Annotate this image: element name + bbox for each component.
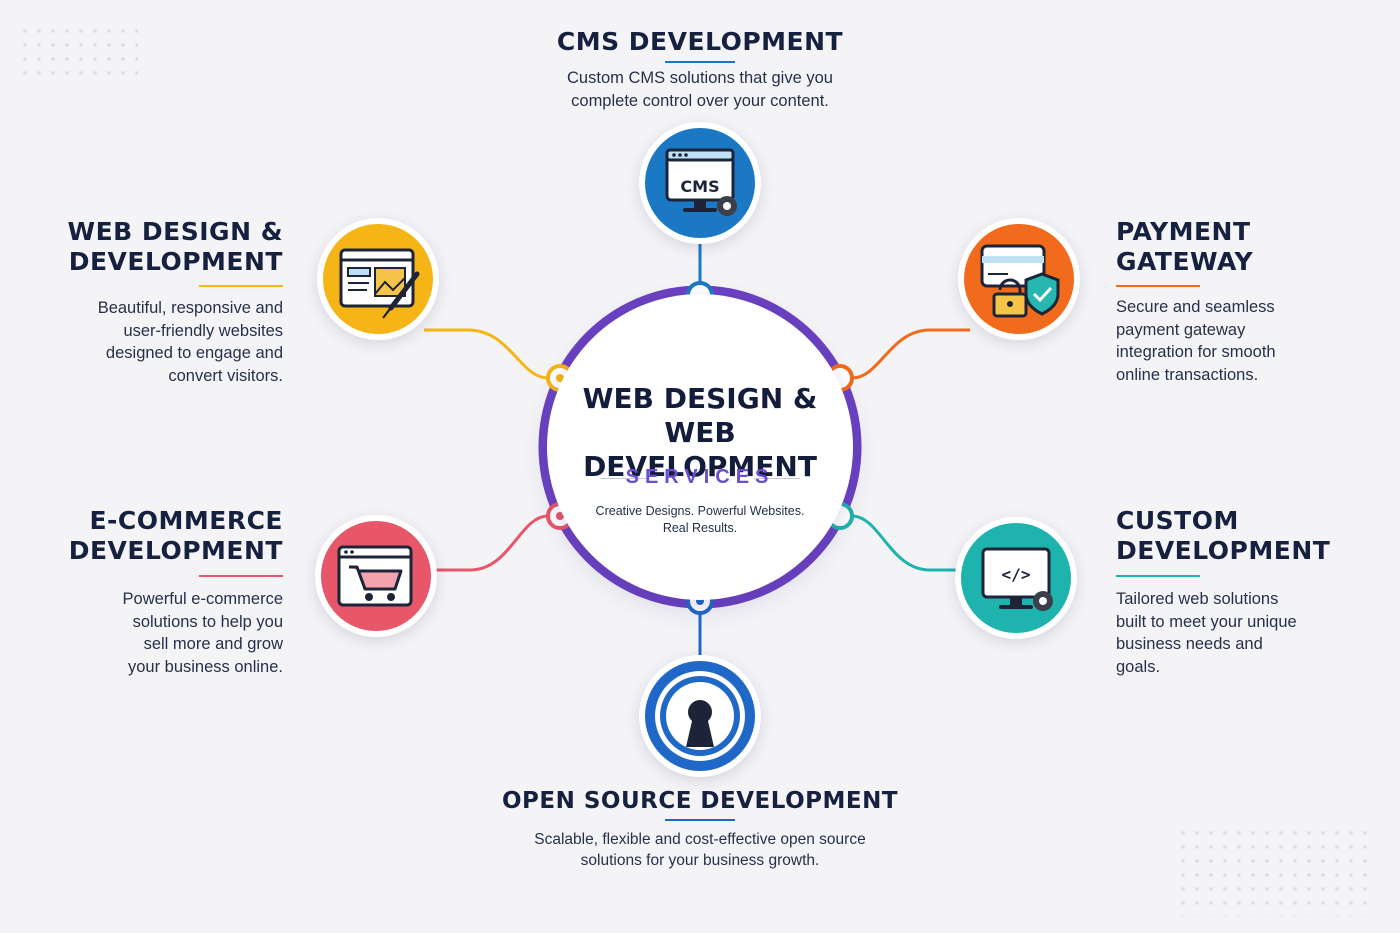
decorative-dots-bottom-right bbox=[1176, 826, 1376, 916]
payment-badge bbox=[958, 218, 1080, 340]
web-design-badge bbox=[317, 218, 439, 340]
shopping-cart-icon bbox=[337, 545, 413, 607]
ecommerce-rule bbox=[199, 575, 283, 577]
code-monitor-icon: </> bbox=[981, 547, 1053, 611]
custom-rule bbox=[1116, 575, 1200, 577]
open-source-badge bbox=[639, 655, 761, 777]
open-source-rule bbox=[665, 819, 735, 821]
payment-title: PAYMENT GATEWAY bbox=[1116, 217, 1254, 276]
code-icon-label: </> bbox=[1002, 565, 1031, 584]
payment-rule bbox=[1116, 285, 1200, 287]
cms-badge: CMS bbox=[639, 122, 761, 244]
open-source-description: Scalable, flexible and cost-effective op… bbox=[534, 831, 866, 869]
custom-description: Tailored web solutions built to meet you… bbox=[1116, 590, 1297, 676]
ecommerce-title: E-COMMERCE DEVELOPMENT bbox=[68, 506, 283, 565]
web-design-description: Beautiful, responsive and user-friendly … bbox=[97, 299, 283, 385]
custom-badge: </> bbox=[955, 517, 1077, 639]
custom-title: CUSTOM DEVELOPMENT bbox=[1116, 506, 1331, 565]
hub-title: WEB DESIGN & WEB DEVELOPMENT bbox=[582, 382, 818, 483]
connector-web-design bbox=[424, 328, 549, 380]
cms-title: CMS DEVELOPMENT bbox=[556, 27, 844, 56]
hub-tagline: Creative Designs. Powerful Websites. Rea… bbox=[595, 504, 805, 535]
payment-description: Secure and seamless payment gateway inte… bbox=[1116, 298, 1276, 384]
open-source-icon bbox=[655, 671, 745, 761]
open-source-title: OPEN SOURCE DEVELOPMENT bbox=[501, 788, 899, 814]
cms-rule bbox=[665, 61, 735, 63]
ecommerce-description: Powerful e-commerce solutions to help yo… bbox=[122, 590, 283, 676]
cms-monitor-icon: CMS bbox=[665, 148, 737, 216]
hub-divider-left bbox=[600, 478, 646, 479]
web-design-title: WEB DESIGN & DEVELOPMENT bbox=[67, 217, 283, 276]
browser-paintbrush-icon bbox=[339, 248, 420, 319]
decorative-dots-top-left bbox=[18, 24, 138, 84]
hub-subtitle: SERVICES bbox=[625, 466, 775, 488]
cms-icon-label: CMS bbox=[680, 177, 719, 196]
cms-description: Custom CMS solutions that give you compl… bbox=[567, 69, 833, 110]
hub-circle bbox=[547, 294, 853, 600]
hub-divider-right bbox=[754, 478, 800, 479]
connector-payment bbox=[851, 328, 970, 380]
ecommerce-badge bbox=[315, 515, 437, 637]
connector-ecommerce bbox=[428, 514, 549, 572]
web-design-rule bbox=[199, 285, 283, 287]
connector-custom bbox=[851, 514, 972, 572]
card-lock-shield-icon bbox=[980, 244, 1060, 318]
